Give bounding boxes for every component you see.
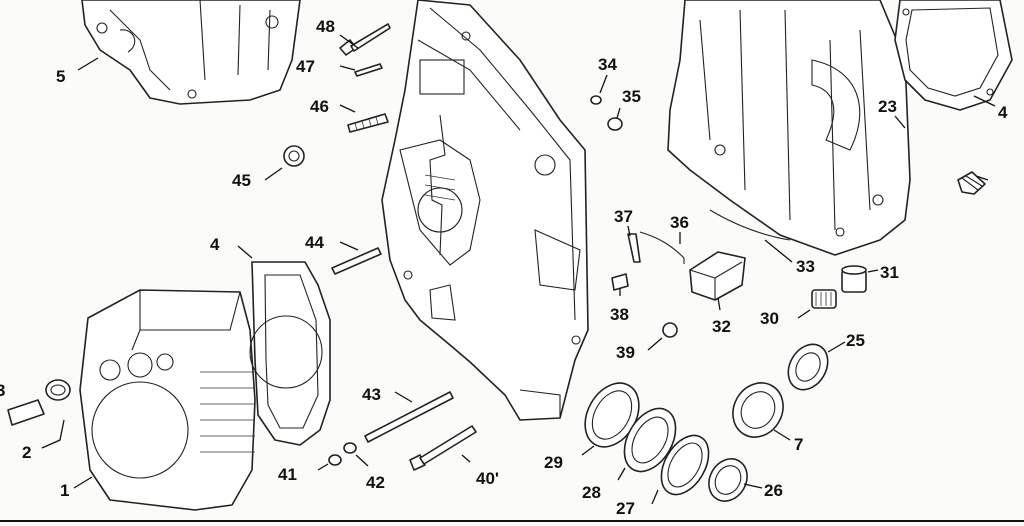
part-5-crankcase-top	[81, 0, 301, 105]
callout-32: 32	[712, 317, 731, 336]
callout-45: 45	[232, 171, 251, 190]
callout-4-right: 4	[998, 103, 1008, 122]
part-46-stud	[347, 113, 389, 133]
callout-26: 26	[764, 481, 783, 500]
callout-42: 42	[366, 473, 385, 492]
part-25-seal	[787, 343, 829, 391]
part-43-bolt	[364, 391, 454, 443]
callout-41: 41	[278, 465, 297, 484]
callout-35: 35	[622, 87, 641, 106]
callout-48: 48	[316, 17, 335, 36]
part-40-bolt	[409, 425, 477, 471]
callout-31: 31	[880, 263, 899, 282]
part-34-oring	[590, 95, 602, 105]
callout-5: 5	[56, 67, 65, 86]
callout-28: 28	[582, 483, 601, 502]
part-47-stud	[354, 63, 383, 77]
part-3-dowel	[7, 399, 45, 426]
part-2-ring	[45, 379, 71, 401]
callout-36: 36	[670, 213, 689, 232]
callout-27: 27	[616, 499, 635, 518]
leader-lines	[41, 34, 996, 505]
part-31-plug	[841, 265, 867, 293]
part-28-seal	[623, 407, 677, 473]
callout-39: 39	[616, 343, 635, 362]
callout-46: 46	[310, 97, 329, 116]
part-32-breather	[689, 251, 746, 301]
part-41-washer	[328, 454, 342, 466]
callout-44: 44	[305, 233, 324, 252]
part-35-plug	[607, 117, 623, 131]
callout-43: 43	[362, 385, 381, 404]
callout-33: 33	[796, 257, 815, 276]
part-27-washer	[660, 434, 710, 496]
part-37-clip	[627, 233, 641, 263]
part-7-bearing	[732, 382, 784, 438]
callout-47: 47	[296, 57, 315, 76]
part-30-fitting	[811, 289, 837, 309]
part-1-cylinder	[79, 289, 256, 511]
callout-7: 7	[794, 435, 803, 454]
part-42-washer	[343, 442, 357, 454]
callout-4-left: 4	[210, 235, 220, 254]
callout-38: 38	[610, 305, 629, 324]
part-39-plug	[662, 322, 678, 338]
callout-29: 29	[544, 453, 563, 472]
part-4-gasket-top	[894, 0, 1013, 111]
part-38-screw	[611, 273, 629, 291]
crankcase-main	[381, 0, 589, 421]
part-36-tube	[639, 231, 685, 264]
part-45-nut	[283, 145, 305, 167]
callout-labels: 5 48 47 46 45 4 44 43 40' 41 42 1 2 3 34…	[0, 17, 1008, 518]
callout-37: 37	[614, 207, 633, 226]
part-44-stud	[331, 247, 382, 275]
callout-1: 1	[60, 481, 69, 500]
part-26-bushing	[708, 458, 748, 502]
part-48-bolt	[339, 23, 391, 56]
part-4-gasket-head	[249, 261, 331, 446]
callout-40: 40'	[476, 469, 499, 488]
callout-3: 3	[0, 381, 5, 400]
callout-23: 23	[878, 97, 897, 116]
callout-2: 2	[22, 443, 31, 462]
plug-far-right	[957, 171, 986, 195]
callout-30: 30	[760, 309, 779, 328]
callout-34: 34	[598, 55, 617, 74]
part-33-gasket	[709, 209, 791, 241]
callout-25: 25	[846, 331, 865, 350]
crankcase-right-half	[667, 0, 911, 256]
